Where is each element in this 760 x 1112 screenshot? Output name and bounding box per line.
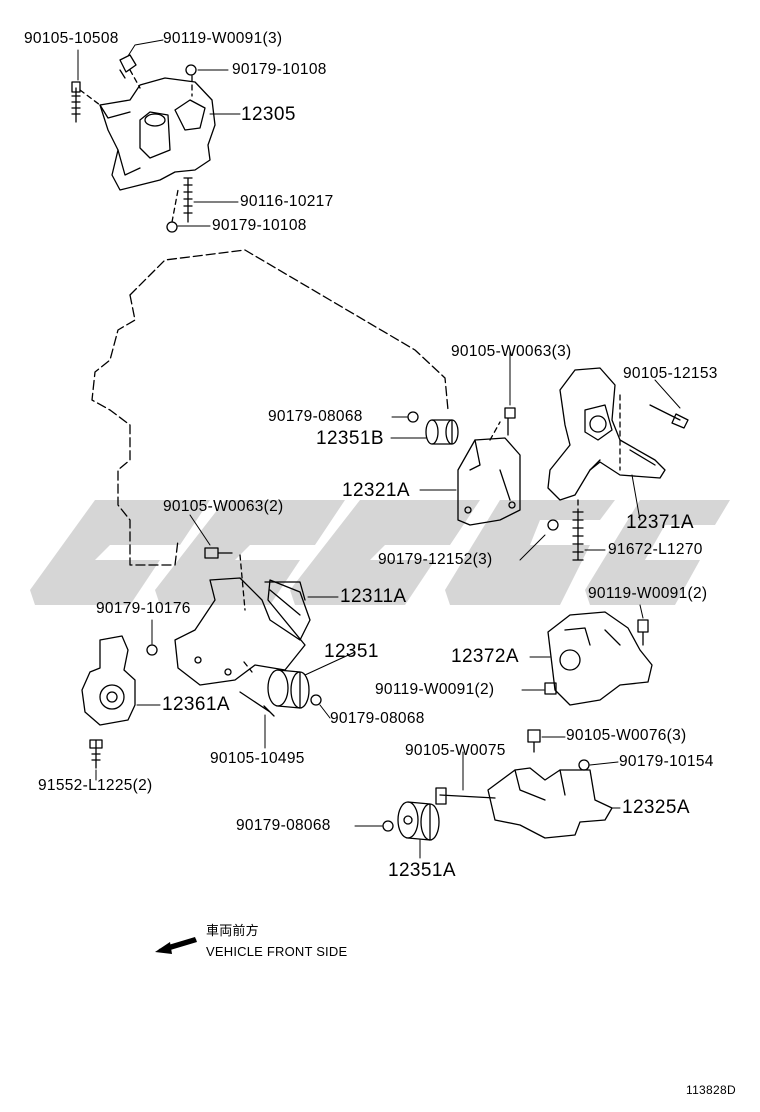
label-90179-10108-a[interactable]: 90179-10108 — [232, 61, 327, 78]
bolt-90105-10495 — [239, 691, 275, 717]
front-arrow-head-icon — [155, 942, 172, 954]
mount-12371a — [547, 367, 666, 501]
label-90179-10108-b[interactable]: 90179-10108 — [212, 217, 307, 234]
watermark-logo — [30, 500, 730, 605]
engine-outline — [129, 249, 449, 411]
label-90179-08068-a[interactable]: 90179-08068 — [268, 408, 363, 425]
bushing-12351a — [397, 801, 440, 841]
leader-lines — [77, 39, 681, 859]
diagram-code: 113828D — [686, 1083, 736, 1097]
label-12305[interactable]: 12305 — [241, 104, 296, 125]
nut-90179-08068-c — [382, 820, 394, 832]
label-12311a[interactable]: 12311A — [340, 586, 407, 607]
nut-90179-10176 — [146, 644, 158, 656]
bushing-12351 — [267, 669, 310, 709]
legend-japanese: 車両前方 — [206, 924, 259, 939]
label-90119-w0091-2b[interactable]: 90119-W0091(2) — [375, 681, 495, 698]
engine-outline-left — [91, 294, 179, 566]
nut-90179-08068-a — [407, 411, 419, 423]
nut-90179-10108-a — [185, 64, 197, 76]
label-90179-10176[interactable]: 90179-10176 — [96, 600, 191, 617]
mount-12372a — [547, 611, 653, 706]
label-90105-w0063-2[interactable]: 90105-W0063(2) — [163, 498, 284, 515]
label-90105-10495[interactable]: 90105-10495 — [210, 750, 305, 767]
label-90179-08068-c[interactable]: 90179-08068 — [236, 817, 331, 834]
label-90105-w0075[interactable]: 90105-W0075 — [405, 742, 506, 759]
label-12351a[interactable]: 12351A — [388, 860, 456, 881]
bolt-90105-12153 — [649, 404, 689, 429]
label-90105-12153[interactable]: 90105-12153 — [623, 365, 718, 382]
bolt-90119-w0091-2a — [637, 619, 649, 646]
label-12325a[interactable]: 12325A — [622, 797, 690, 818]
mount-12361a — [81, 635, 136, 726]
label-12351b[interactable]: 12351B — [316, 428, 384, 449]
bolt-90105-w0076 — [527, 729, 541, 753]
bolt-90105-10508 — [71, 81, 81, 123]
bolt-90119-w0091 — [119, 54, 137, 79]
bolt-91552-l1225 — [89, 739, 103, 769]
bolt-90105-w0063-3 — [504, 407, 516, 436]
label-12372a[interactable]: 12372A — [451, 646, 519, 667]
label-12361a[interactable]: 12361A — [162, 694, 230, 715]
label-91672-l1270[interactable]: 91672-L1270 — [608, 541, 703, 558]
label-90119-w0091-3[interactable]: 90119-W0091(3) — [163, 30, 283, 47]
bushing-12351b — [425, 419, 459, 445]
bolt-90119-w0091-2b — [544, 682, 557, 695]
bracket-12321a — [457, 437, 521, 526]
nut-90179-12152 — [547, 519, 559, 531]
label-90179-08068-b[interactable]: 90179-08068 — [330, 710, 425, 727]
label-12371a[interactable]: 12371A — [626, 512, 694, 533]
stud-90116-10217 — [183, 177, 193, 223]
label-90119-w0091-2a[interactable]: 90119-W0091(2) — [588, 585, 708, 602]
engine-mount-12305 — [99, 77, 216, 191]
bracket-12311a — [174, 577, 311, 686]
label-90105-10508[interactable]: 90105-10508 — [24, 30, 119, 47]
label-91552-l1225-2[interactable]: 91552-L1225(2) — [38, 777, 153, 794]
nut-90179-10154 — [578, 759, 590, 771]
label-90105-w0063-3[interactable]: 90105-W0063(3) — [451, 343, 572, 360]
nut-90179-10108-b — [166, 221, 178, 233]
label-12321a[interactable]: 12321A — [342, 480, 410, 501]
legend-vehicle-front-side: VEHICLE FRONT SIDE — [206, 944, 348, 959]
bolt-90105-w0075 — [435, 787, 496, 805]
label-90179-10154[interactable]: 90179-10154 — [619, 753, 714, 770]
label-12351[interactable]: 12351 — [324, 641, 379, 662]
nut-90179-08068-b — [310, 694, 322, 706]
label-90105-w0076-3[interactable]: 90105-W0076(3) — [566, 727, 687, 744]
label-90116-10217[interactable]: 90116-10217 — [240, 193, 334, 210]
bolt-90105-w0063-2 — [204, 547, 233, 559]
label-90179-12152-3[interactable]: 90179-12152(3) — [378, 551, 493, 568]
bracket-12325a — [487, 767, 613, 839]
